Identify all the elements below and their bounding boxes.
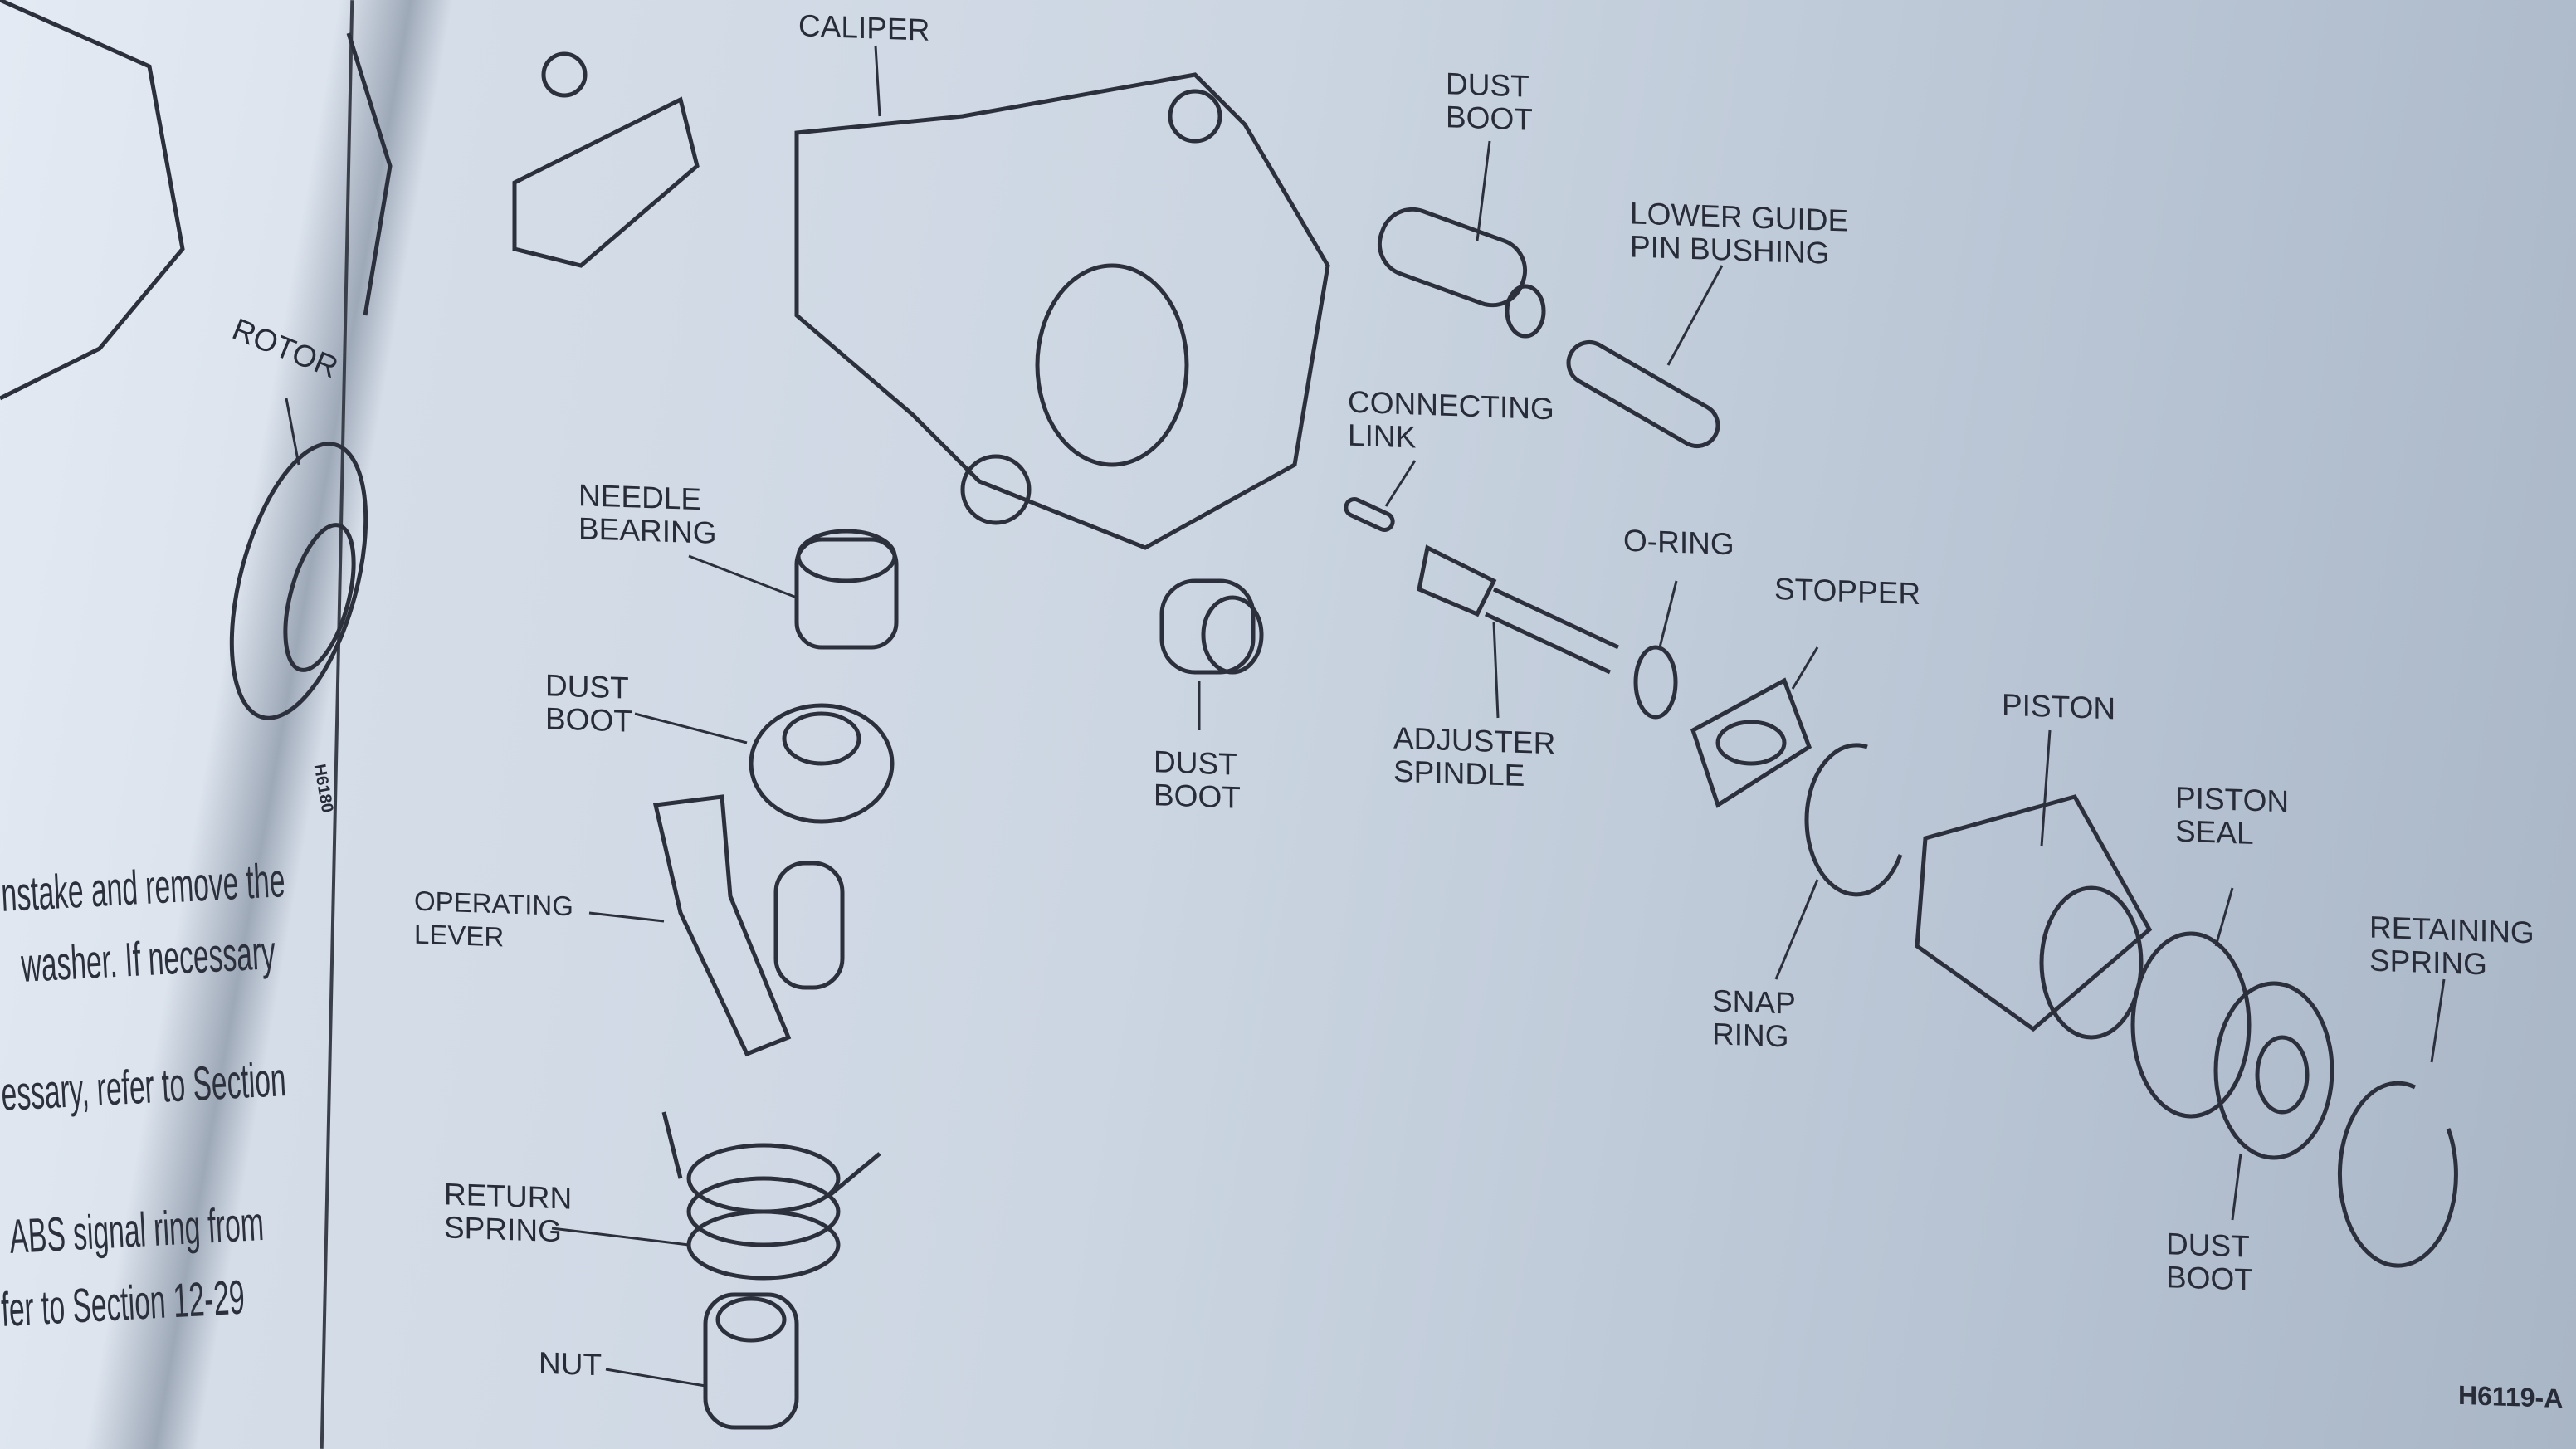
piston-dust-boot-drawing <box>2213 981 2334 1160</box>
label-nut: NUT <box>539 1345 603 1383</box>
connecting-link-drawing <box>1344 497 1395 532</box>
label-o-ring: O-RING <box>1623 523 1734 562</box>
label-operating-lever: OPERATING LEVER <box>414 885 573 953</box>
o-ring-drawing <box>1633 645 1678 720</box>
dust-boot-left-drawing <box>749 703 895 824</box>
guide-pin-bushing-drawing <box>1566 340 1720 448</box>
label-connecting-link: CONNECTING LINK <box>1348 384 1554 455</box>
label-piston-seal: PISTON SEAL <box>2175 780 2290 851</box>
rotor-drawing <box>0 0 393 720</box>
piston-seal-drawing <box>2130 931 2252 1119</box>
label-retaining-spring: RETAINING SPRING <box>2369 910 2535 982</box>
body-text-line: ABS signal ring from <box>7 1196 266 1264</box>
label-dust-boot-top: DUST BOOT <box>1446 66 1533 137</box>
snap-ring-drawing <box>1804 743 1903 897</box>
label-piston: PISTON <box>2002 687 2116 726</box>
label-dust-boot-bottom: DUST BOOT <box>2166 1227 2253 1297</box>
nut-drawing <box>703 1292 799 1430</box>
label-adjuster-spindle: ADJUSTER SPINDLE <box>1393 720 1556 793</box>
label-dust-boot-left: DUST BOOT <box>545 668 632 739</box>
label-snap-ring: SNAP RING <box>1712 983 1796 1054</box>
label-caliper: CALIPER <box>798 8 930 47</box>
adjuster-spindle-drawing <box>1417 544 1620 675</box>
label-return-spring: RETURN SPRING <box>444 1177 573 1249</box>
dust-boot-top-drawing <box>1377 207 1546 339</box>
dust-boot-mid-drawing <box>1159 578 1264 675</box>
operating-lever-drawing <box>652 794 845 1057</box>
label-needle-bearing: NEEDLE BEARING <box>578 478 717 550</box>
return-spring-drawing <box>661 1111 881 1281</box>
figure-id: H6119-A <box>2458 1379 2564 1414</box>
body-text-line: fer to Section 12-29 <box>0 1270 246 1337</box>
piston-drawing <box>1915 794 2153 1040</box>
caliper-body-drawing <box>794 72 1330 550</box>
body-text-line: washer. If necessary <box>19 925 277 993</box>
leader-lines <box>285 45 2446 1388</box>
needle-bearing-drawing <box>794 529 899 650</box>
label-lower-guide-pin-bushing: LOWER GUIDE PIN BUSHING <box>1630 196 1849 271</box>
retaining-spring-drawing <box>2337 1081 2458 1268</box>
label-stopper: STOPPER <box>1774 571 1921 612</box>
bracket-drawing <box>512 51 700 268</box>
stopper-drawing <box>1690 677 1812 808</box>
label-dust-boot-mid: DUST BOOT <box>1154 744 1241 815</box>
